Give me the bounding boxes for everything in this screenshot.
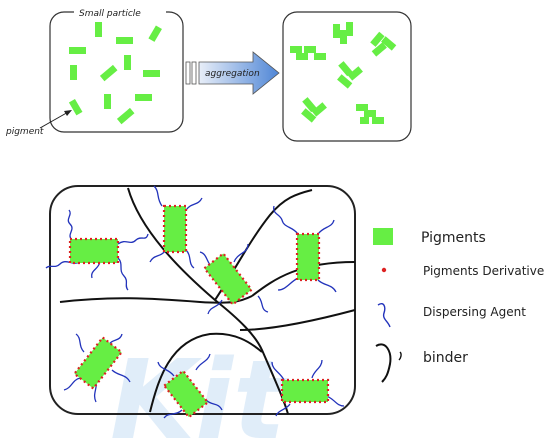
pigment-dispersed: [162, 369, 210, 419]
legend-item-pigments: Pigments: [373, 228, 486, 246]
pigment-particle: [68, 98, 83, 116]
blue-squiggle-icon: [377, 303, 391, 328]
pigment-particle: [143, 70, 160, 77]
kit-watermark: Kit: [110, 336, 289, 445]
dispersed-pigments: [68, 204, 330, 419]
binder-lines: [59, 187, 356, 415]
pigment-dispersed: [280, 378, 330, 404]
legend: Pigments Pigments Derivative Dispersing …: [373, 228, 544, 383]
aggregated-box: [282, 11, 412, 142]
svg-text:Pigments Derivative: Pigments Derivative: [423, 264, 544, 278]
legend-item-derivative: Pigments Derivative: [381, 264, 544, 278]
legend-item-dispersing-agent: Dispersing Agent: [377, 303, 526, 328]
aggregated-particles: [290, 22, 397, 124]
pigment-label: pigment: [5, 127, 44, 137]
pigment-particle: [116, 37, 133, 44]
pigment-particle: [135, 94, 152, 101]
pigment-particle: [116, 107, 135, 125]
small-particle-box: Small particle: [39, 7, 184, 133]
green-rectangle-icon: [373, 228, 393, 245]
svg-text:Pigments: Pigments: [421, 230, 486, 246]
pigment-particle: [70, 65, 77, 80]
pigment-particle: [124, 55, 131, 70]
pigment-dispersed: [162, 204, 188, 254]
svg-text:Kit: Kit: [110, 336, 289, 445]
pigment-pointer-arrowhead: [64, 110, 72, 116]
pigment-dispersed: [72, 335, 124, 391]
pigment-dispersed: [68, 237, 120, 265]
black-curve-icon: [375, 343, 392, 383]
svg-text:Dispersing Agent: Dispersing Agent: [423, 305, 526, 319]
pigment-dispersed: [295, 232, 321, 282]
pigment-particle: [95, 22, 102, 37]
pigment-dispersed: [202, 251, 254, 307]
aggregation-arrow: aggregation: [185, 51, 280, 95]
red-dot-icon: [381, 267, 387, 273]
pigment-particle: [104, 94, 111, 109]
pigment-particle: [69, 47, 86, 54]
aggregation-label: aggregation: [205, 69, 260, 79]
pigment-particle: [99, 64, 118, 82]
small-particle-label: Small particle: [79, 9, 141, 19]
small-particles: [68, 22, 162, 125]
legend-item-binder: binder: [375, 343, 468, 383]
pigment-pointer-line: [39, 110, 71, 129]
pigment-particle: [148, 25, 162, 42]
dispersion-box: [45, 185, 356, 419]
svg-text:binder: binder: [423, 350, 468, 366]
